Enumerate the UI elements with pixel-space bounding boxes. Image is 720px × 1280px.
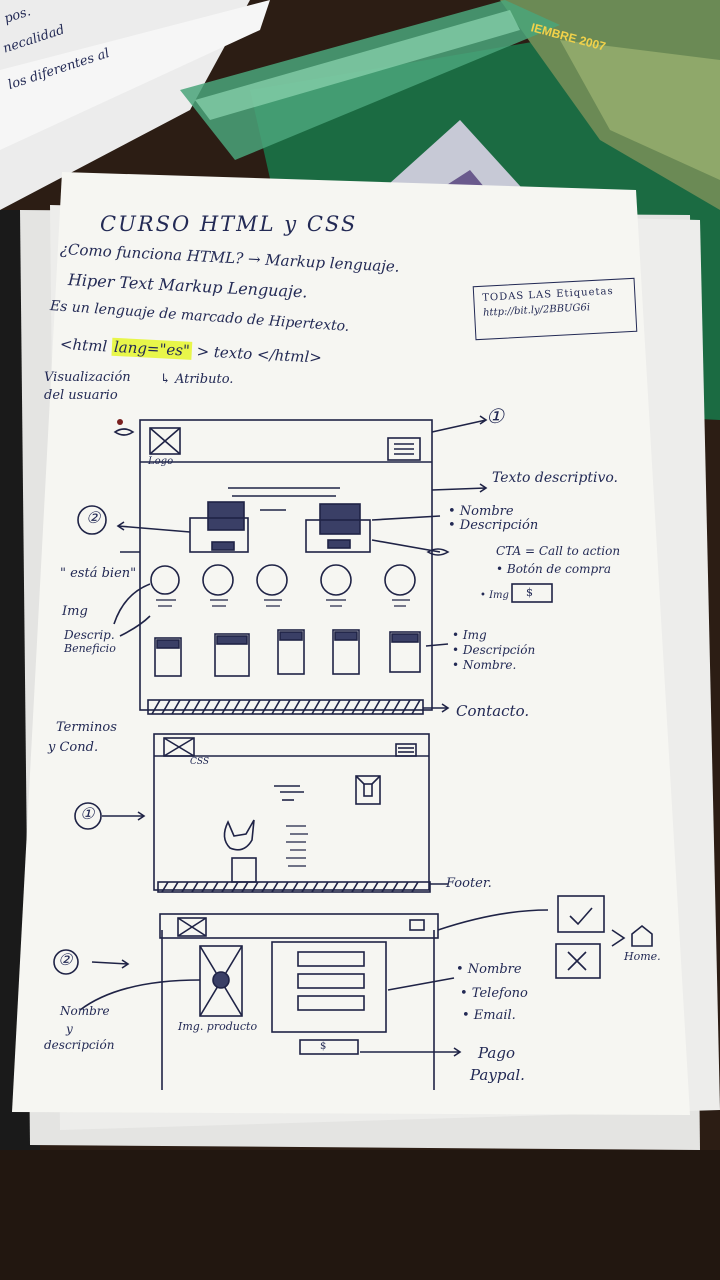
annotation-paypal: Paypal. [470, 1066, 525, 1084]
visual-label-2: del usuario [44, 388, 118, 403]
annotation-num-2: ② [86, 508, 101, 527]
annotation-pago: Pago [478, 1044, 515, 1062]
annotation-texto-descriptivo: Texto descriptivo. [492, 470, 618, 486]
annotation-footer: Footer. [446, 876, 492, 891]
annotation-contacto: Contacto. [456, 702, 530, 720]
annotation-img-producto: Img. producto [178, 1020, 258, 1033]
annotation-descrip: Descrip. [64, 628, 115, 642]
annotation-form-email: • Email. [462, 1008, 516, 1023]
annotation-cta: CTA = Call to action [496, 544, 621, 558]
annotation-num-1: ① [486, 404, 504, 428]
wireframe-3-frame [161, 930, 435, 1090]
annotation-beneficio: Beneficio [64, 642, 116, 655]
page-title: CURSO HTML y CSS [100, 212, 358, 236]
annotation-boton-compra: • Botón de compra [496, 562, 612, 576]
visual-label-1: Visualización [44, 370, 131, 385]
annotation-img-money: • Img [480, 590, 509, 601]
annotation-form-telefono: • Telefono [460, 986, 528, 1001]
wireframe-1-frame [139, 419, 433, 711]
attribute-label: ↳ Atributo. [160, 372, 234, 387]
money-symbol: $ [526, 586, 533, 599]
wireframe-2-frame [153, 733, 430, 891]
annotation-list-descripcion: • Descripción [452, 643, 536, 657]
annotation-list-nombre: • Nombre. [452, 658, 517, 672]
annotation-nombre-desc-2: y [66, 1022, 73, 1036]
annotation-nombre: • Nombre [448, 504, 514, 519]
annotation-form-nombre: • Nombre [456, 962, 522, 977]
annotation-terminos: Terminos [56, 720, 117, 735]
annotation-css: CSS [190, 757, 210, 767]
annotation-logo: Logo [148, 456, 174, 467]
annotation-img: Img [62, 604, 88, 619]
annotation-nombre-desc-1: Nombre [60, 1004, 110, 1018]
annotation-esta-bien: " está bien" [60, 566, 137, 581]
annotation-descripcion: • Descripción [448, 518, 539, 533]
annotation-circle-2: ② [58, 950, 73, 969]
paypal-button-symbol: $ [320, 1041, 327, 1052]
annotation-nombre-desc-3: descripción [44, 1038, 115, 1052]
annotation-y-cond: y Cond. [48, 740, 99, 755]
annotation-circle-1: ① [80, 804, 95, 823]
annotation-list-img: • Img [452, 628, 487, 642]
annotation-home: Home. [624, 950, 661, 963]
